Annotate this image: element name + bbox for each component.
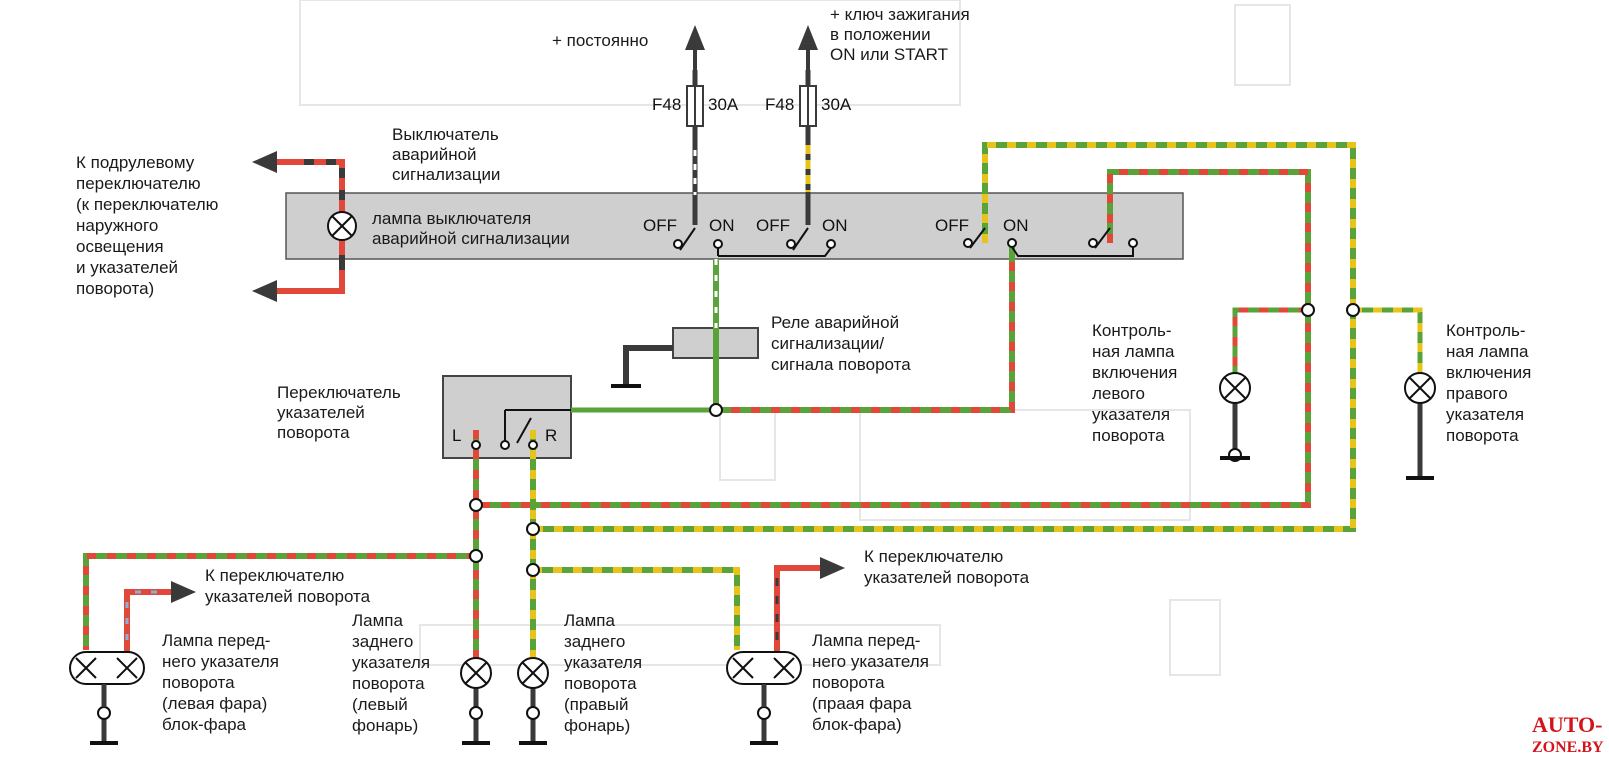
arrows: [171, 25, 845, 603]
front-left-lamp-label: Лампа перед- него указателя поворота (ле…: [162, 631, 284, 734]
ignition-label: + ключ зажигания в положении ON или STAR…: [830, 5, 974, 64]
switch-3-off: OFF: [935, 216, 969, 235]
ground-symbols: [90, 384, 1434, 745]
svg-text:ZONE.BY: ZONE.BY: [1532, 739, 1604, 756]
fuse-right-rating: 30A: [821, 95, 852, 114]
fuse-left: [686, 85, 704, 127]
fuse-right: [799, 85, 817, 127]
lamp-front-right: [726, 651, 802, 707]
wire-green-red-left-loop: [476, 169, 1311, 508]
to-turn-switch-right-label: К переключателю указателей поворота: [864, 547, 1030, 587]
to-turn-switch-left-label: К переключателю указателей поворота: [205, 566, 371, 606]
turn-switch-label: Переключатель указателей поворота: [277, 383, 405, 442]
lamp-left-indicator: [1219, 372, 1251, 404]
lamp-hazard-switch: [327, 211, 357, 241]
svg-text:AUTO-: AUTO-: [1532, 712, 1603, 737]
turn-switch-contacts: [471, 409, 571, 450]
hazard-switch-contacts: [673, 227, 1138, 257]
lamp-rear-left: [460, 657, 492, 689]
fuse-left-rating: 30A: [708, 95, 739, 114]
to-column-switch-label: К подрулевому переключателю (к переключа…: [76, 153, 223, 298]
hazard-switch-label: Выключатель аварийной сигнализации: [392, 125, 503, 184]
switch-2-on: ON: [822, 216, 848, 235]
turn-switch-r: R: [545, 426, 557, 445]
rear-right-lamp-label: Лампа заднего указателя поворота (правый…: [564, 611, 647, 735]
plus-constant-label: + постоянно: [552, 31, 648, 50]
switch-1-off: OFF: [643, 216, 677, 235]
lamp-front-left: [69, 651, 145, 707]
front-right-lamp-label: Лампа перед- него указателя поворота (пр…: [812, 631, 934, 734]
hazard-lamp-label: лампа выключателя аварийной сигнализации: [372, 209, 570, 248]
left-indicator-label: Контроль- ная лампа включения левого ука…: [1092, 321, 1182, 445]
watermark-logo: AUTO- ZONE.BY: [1532, 712, 1604, 756]
lamp-rear-right: [517, 657, 549, 689]
switch-1-on: ON: [709, 216, 735, 235]
fuse-right-name: F48: [765, 95, 794, 114]
switch-3-on: ON: [1003, 216, 1029, 235]
junction-dots: [97, 303, 1360, 720]
lamp-right-indicator: [1404, 372, 1436, 404]
fuse-left-name: F48: [652, 95, 681, 114]
rear-left-lamp-label: Лампа заднего указателя поворота (левый …: [352, 611, 435, 735]
turn-switch-l: L: [452, 426, 461, 445]
wire-green-yellow-right-loop: [533, 142, 1356, 532]
relay-label: Реле аварийной сигнализации/ сигнала пов…: [771, 313, 911, 374]
right-indicator-label: Контроль- ная лампа включения правого ук…: [1446, 321, 1536, 445]
switch-2-off: OFF: [756, 216, 790, 235]
hazard-switch-panel: [285, 192, 1184, 260]
